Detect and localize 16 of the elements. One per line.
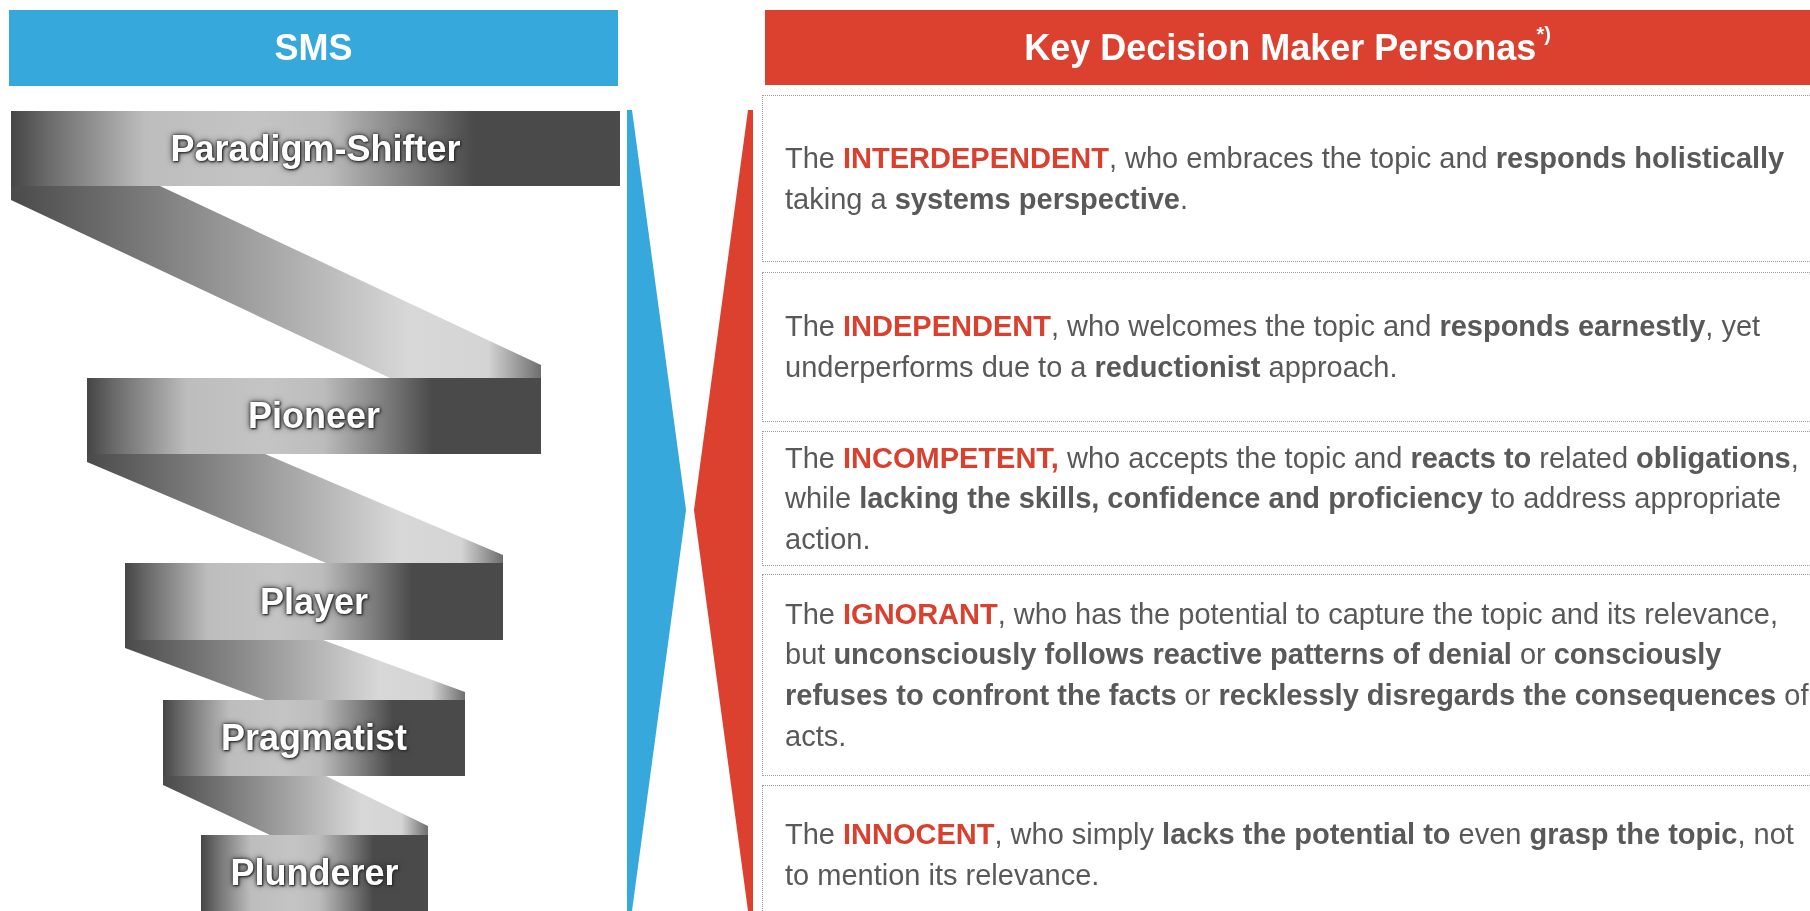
persona-box bbox=[762, 785, 1810, 911]
persona-box bbox=[762, 431, 1810, 566]
persona-description: The INCOMPETENT, who accepts the topic and reacts to related obligations, while lacking the skills, confidence and proficiency to address appropriate action. bbox=[785, 440, 1800, 557]
persona-description: The IGNORANT, who has the potential to capture the topic and its relevance, but unconsciously follows reactive patterns of denial or consciously refuses to confront the facts or recklessly disregards the consequences of acts. bbox=[785, 596, 1809, 754]
persona-description: The INTERDEPENDENT, who embraces the topic and responds holistically taking a systems perspective. bbox=[785, 140, 1786, 217]
ribbon-band bbox=[125, 563, 503, 640]
persona-box bbox=[762, 272, 1810, 422]
persona-description: The INDEPENDENT, who welcomes the topic and responds earnestly, yet underperforms due to a reductionist approach. bbox=[785, 309, 1762, 385]
persona-description: The INNOCENT, who simply lacks the potential to even grasp the topic, not to mention its relevance. bbox=[785, 817, 1795, 893]
level-label: Player bbox=[259, 580, 369, 623]
header-band: Key Decision Maker Personas$^{*)}$ bbox=[765, 10, 1810, 85]
ribbon-band bbox=[87, 378, 541, 454]
persona-box bbox=[762, 574, 1810, 776]
header-band: SMS bbox=[9, 10, 618, 86]
persona-box bbox=[762, 95, 1810, 262]
level-label: Pioneer bbox=[247, 395, 380, 437]
